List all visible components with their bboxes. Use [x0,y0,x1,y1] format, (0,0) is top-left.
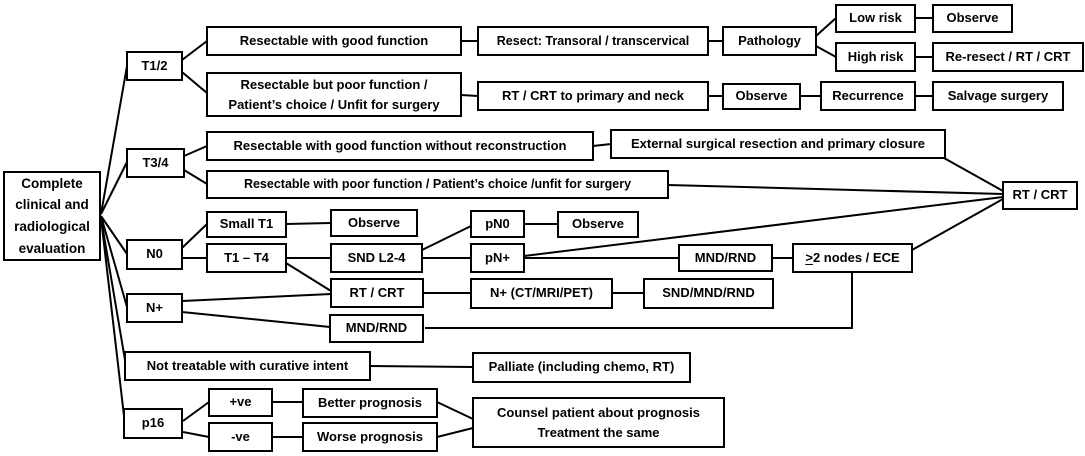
node-p16-negative: -ve [208,422,273,452]
edge-mnd-rnd-n-ece [425,272,853,329]
node-t1-2: T1/2 [126,51,183,81]
node-pathology: Pathology [722,26,817,56]
node-t1-t4: T1 – T4 [206,243,287,273]
node-observe-small-t1: Observe [330,209,418,237]
node-low-risk: Low risk [835,4,916,33]
node-mnd-rnd-n: MND/RND [329,314,424,343]
edge-worse-counsel [436,427,474,438]
edge-n0-small-t1 [181,223,208,249]
node-salvage-surgery: Salvage surgery [932,81,1064,111]
node-worse-prognosis: Worse prognosis [302,422,438,452]
node-rt-crt-primary-neck: RT / CRT to primary and neck [477,81,709,111]
node-pn-plus: pN+ [470,243,525,273]
node-pn0: pN0 [470,210,525,238]
node-high-risk: High risk [835,42,916,72]
edge-ece-rtcrt-final [911,198,1004,251]
node-n-ct-mri-pet: N+ (CT/MRI/PET) [470,278,613,309]
edge-t34-poor [183,169,208,185]
edge-poor-t34-rtcrt-final [667,184,1004,195]
node-recurrence: Recurrence [820,81,916,111]
edge-n-plus-mnd-rnd-n [181,311,331,328]
node-resectable-poor-function: Resectable but poor function / Patient’s… [206,72,462,117]
node-external-surgical-resection: External surgical resection and primary … [610,129,946,159]
edge-t34-good-no-recon [183,145,208,157]
node-not-treatable: Not treatable with curative intent [124,351,371,381]
edge-root-n-plus [100,215,128,308]
edge-p16-negative [182,431,210,438]
node-observe-low-risk: Observe [932,4,1013,33]
edge-external-rtcrt-final [943,157,1004,192]
node-t3-4: T3/4 [126,148,185,178]
edge-snd-pn0 [421,225,472,251]
edge-root-not-treatable [100,217,126,361]
node-snd-mnd-rnd: SND/MND/RND [643,278,774,309]
node-n0: N0 [126,239,183,270]
edge-not-treatable-palliate [369,365,474,368]
edge-resectable-poor-rtcrt [460,94,479,97]
edge-pathology-low-risk [815,17,837,37]
edge-t1-t4-rtcrt-n [285,262,332,292]
node-palliate: Palliate (including chemo, RT) [472,352,691,383]
node-mnd-rnd-pn: MND/RND [678,244,773,272]
node-p16-positive: +ve [208,388,273,417]
node-resect-transoral-transcervical: Resect: Transoral / transcervical [477,26,709,56]
node-observe-rt: Observe [722,83,801,110]
edge-better-counsel [436,401,474,420]
edge-good-no-recon-external [592,143,612,147]
edge-pathology-high-risk [815,45,837,58]
edge-root-p16 [100,217,125,417]
edge-p16-positive [182,401,210,422]
node-resectable-poor-t3-4: Resectable with poor function / Patient’… [206,170,669,199]
node-better-prognosis: Better prognosis [302,388,438,418]
edge-t12-resectable-poor [181,71,208,94]
node-resectable-good-no-reconstruction: Resectable with good function without re… [206,131,594,161]
node-ece-label: >2 nodes / ECE [805,249,900,265]
node-snd-l2-4: SND L2-4 [330,243,423,273]
node-observe-pn0: Observe [557,211,639,238]
edge-pn-plus-rtcrt-final [523,196,1004,257]
edge-root-t34 [100,161,128,215]
edge-root-t12 [100,65,128,215]
node-n-plus: N+ [126,293,183,323]
node-small-t1: Small T1 [206,211,287,238]
node-resectable-good-function: Resectable with good function [206,26,462,56]
node-ece: >2 nodes / ECE [792,243,913,273]
edge-n-plus-rtcrt-n [181,293,332,302]
node-counsel: Counsel patient about prognosis Treatmen… [472,397,725,448]
node-rt-crt-final: RT / CRT [1002,181,1078,210]
edge-small-t1-observe [285,222,332,225]
edge-root-n0 [100,215,128,255]
node-p16: p16 [123,408,183,439]
node-root: Complete clinical and radiological evalu… [3,171,101,261]
node-rt-crt-n: RT / CRT [330,278,424,308]
edge-t12-resectable-good [181,40,208,61]
node-re-resect-rt-crt: Re-resect / RT / CRT [932,42,1084,72]
